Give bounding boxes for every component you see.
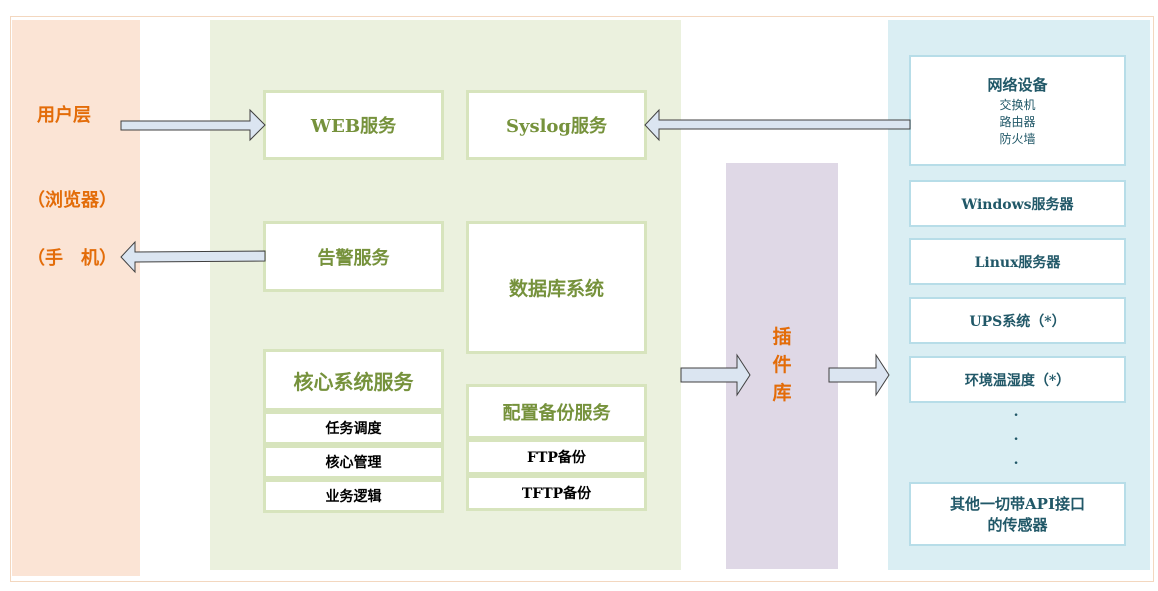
arrow-alarm-to-mobile (120, 240, 266, 274)
network-item-router: 路由器 (999, 114, 1036, 129)
other-sensor-box: 其他一切带API接口 的传感器 (909, 482, 1126, 546)
plugin-char-1: 插 (772, 326, 792, 348)
alarm-service-box: 告警服务 (263, 221, 444, 292)
ellipsis-dot-2: . (1013, 428, 1019, 444)
network-device-title: 网络设备 (987, 75, 1048, 94)
network-item-firewall: 防火墙 (999, 131, 1036, 146)
diagram-frame (10, 16, 1154, 582)
environment-sensor-box: 环境温湿度（*） (909, 356, 1126, 403)
core-item-task-scheduling: 任务调度 (263, 411, 444, 445)
ups-system-box: UPS系统（*） (909, 297, 1126, 344)
plugin-char-3: 库 (772, 382, 792, 404)
arrow-user-to-web (120, 108, 266, 142)
core-item-business-logic: 业务逻辑 (263, 479, 444, 513)
backup-item-tftp: TFTP备份 (466, 475, 647, 511)
other-sensor-line-1: 其他一切带API接口 (950, 495, 1085, 513)
network-item-switch: 交换机 (999, 97, 1036, 112)
windows-server-box: Windows服务器 (909, 180, 1126, 227)
backup-item-ftp: FTP备份 (466, 439, 647, 475)
ellipsis-dot-1: . (1013, 404, 1019, 420)
core-item-core-management: 核心管理 (263, 445, 444, 479)
arrow-services-to-plugin (680, 353, 751, 397)
other-sensor-line-2: 的传感器 (987, 516, 1048, 534)
syslog-service-box: Syslog服务 (466, 90, 647, 160)
plugin-library-label: 插 件 库 (726, 323, 838, 407)
web-service-box: WEB服务 (263, 90, 444, 160)
arrow-plugin-to-devices (828, 353, 890, 397)
network-device-box: 网络设备 交换机 路由器 防火墙 (909, 55, 1126, 166)
backup-service-title: 配置备份服务 (466, 384, 647, 439)
database-system-box: 数据库系统 (466, 221, 647, 354)
core-service-title: 核心系统服务 (263, 349, 444, 411)
mobile-label: （手 机） (27, 248, 117, 269)
arrow-network-to-syslog (644, 108, 911, 142)
linux-server-box: Linux服务器 (909, 238, 1126, 285)
user-layer-panel (12, 20, 140, 576)
browser-label: （浏览器） (27, 190, 117, 211)
plugin-char-2: 件 (772, 354, 792, 376)
user-layer-title: 用户层 (37, 105, 91, 126)
ellipsis-dot-3: . (1013, 452, 1019, 468)
